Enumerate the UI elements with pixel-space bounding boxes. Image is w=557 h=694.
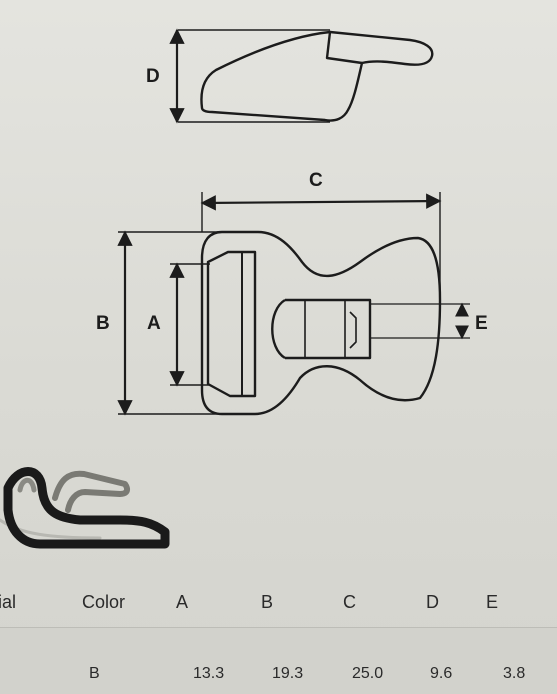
header-color: Color — [82, 592, 126, 612]
cell-d: 9.6 — [430, 665, 453, 682]
dimension-d-extension — [178, 29, 330, 123]
product-photo-clip — [52, 470, 131, 513]
dimension-c-extension — [201, 192, 441, 300]
spec-table-body — [0, 628, 557, 694]
top-view — [200, 230, 442, 416]
header-a: A — [176, 592, 189, 612]
header-material: ial — [0, 592, 17, 612]
label-a: A — [147, 313, 161, 334]
label-d: D — [146, 66, 160, 87]
label-c: C — [309, 170, 323, 191]
top-view-arc — [271, 298, 286, 360]
top-view-left-bar — [206, 250, 257, 398]
product-photo — [0, 467, 170, 549]
product-photo-body — [3, 467, 170, 549]
header-b: B — [261, 592, 274, 612]
header-e: E — [486, 592, 499, 612]
dimension-b-extension — [118, 231, 222, 415]
cell-c: 25.0 — [352, 665, 384, 682]
top-view-outline — [200, 230, 442, 416]
cell-e: 3.8 — [503, 665, 526, 682]
side-view — [200, 30, 434, 122]
side-view-step — [325, 30, 364, 65]
cell-color: B — [89, 665, 100, 682]
side-view-outline — [200, 30, 434, 122]
label-b: B — [96, 313, 110, 334]
label-e: E — [475, 313, 488, 334]
spec-table-divider — [0, 627, 557, 628]
cell-a: 13.3 — [193, 665, 225, 682]
top-view-slot — [285, 298, 372, 360]
dimension-c-arrow — [200, 193, 442, 211]
cell-b: 19.3 — [272, 665, 304, 682]
header-d: D — [426, 592, 439, 612]
header-c: C — [343, 592, 356, 612]
dimension-e-extension — [370, 303, 470, 339]
